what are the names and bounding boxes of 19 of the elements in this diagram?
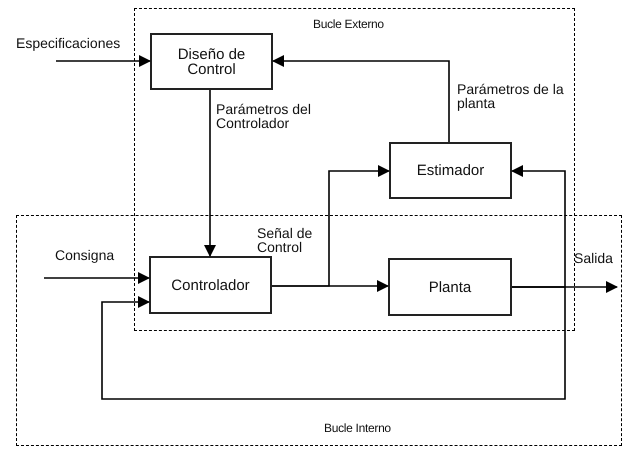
process-box: Controlador: [149, 256, 272, 314]
edge-label: Consigna: [55, 248, 114, 262]
edge-label: Parámetros de la planta: [457, 82, 565, 110]
arrow: [272, 165, 390, 287]
edge-label: Especificaciones: [16, 36, 120, 50]
process-box: Diseño de Control: [150, 33, 273, 90]
process-box: Planta: [388, 258, 512, 316]
arrow: [44, 272, 150, 284]
arrow: [511, 165, 566, 288]
arrow: [56, 55, 151, 67]
edge-label: Señal de Control: [257, 226, 314, 254]
loop-label: Bucle Externo: [313, 16, 384, 33]
arrow: [272, 55, 450, 142]
arrow: [101, 286, 566, 400]
process-box: Estimador: [389, 142, 512, 199]
arrow: [204, 90, 216, 257]
edge-label: Salida: [574, 251, 613, 265]
loop-label: Bucle Interno: [324, 420, 391, 437]
edge-label: Parámetros del Controlador: [216, 102, 312, 130]
